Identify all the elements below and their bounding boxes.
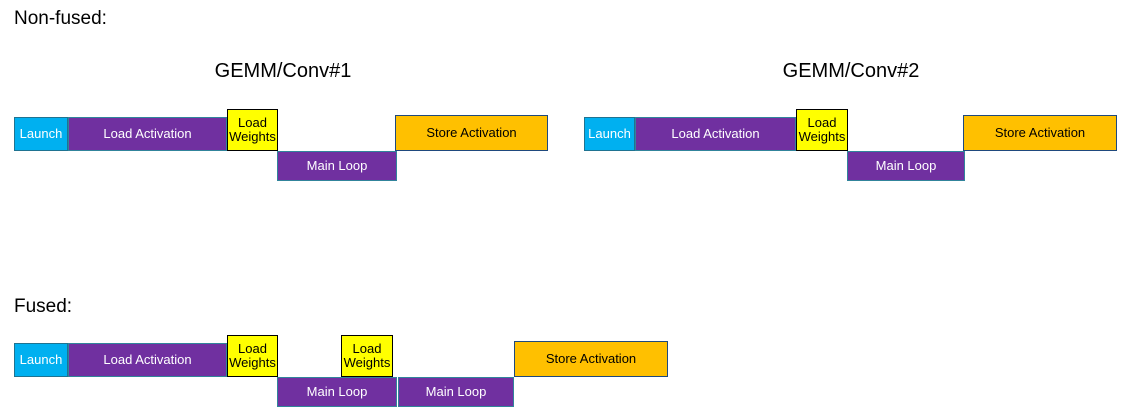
nonfused-g2-store-activation-label: Store Activation	[994, 125, 1086, 141]
fused-load-weights-1-bar[interactable]: Load Weights	[227, 335, 278, 377]
group-title-gemm-conv-1: GEMM/Conv#1	[214, 60, 352, 82]
nonfused-g1-load-activation-label: Load Activation	[103, 126, 192, 142]
fused-load-weights-2-bar[interactable]: Load Weights	[341, 335, 393, 377]
fused-load-weights-2-label: Load Weights	[343, 341, 391, 370]
nonfused-g1-launch-label: Launch	[19, 126, 63, 142]
nonfused-g1-launch-bar[interactable]: Launch	[14, 117, 68, 151]
group-title-gemm-conv-2: GEMM/Conv#2	[782, 60, 920, 82]
nonfused-g1-load-weights-label: Load Weights	[229, 115, 276, 144]
nonfused-g2-load-weights-bar[interactable]: Load Weights	[796, 109, 848, 151]
fused-launch-label: Launch	[19, 352, 63, 368]
nonfused-g1-main-loop-bar[interactable]: Main Loop	[277, 151, 397, 181]
fused-store-activation-bar[interactable]: Store Activation	[514, 341, 668, 377]
nonfused-g2-load-weights-label: Load Weights	[798, 115, 846, 144]
nonfused-g1-store-activation-label: Store Activation	[426, 125, 517, 141]
section-label-fused: Fused:	[14, 296, 73, 317]
fused-load-activation-label: Load Activation	[103, 352, 192, 368]
fused-launch-bar[interactable]: Launch	[14, 343, 68, 377]
nonfused-g1-load-weights-bar[interactable]: Load Weights	[227, 109, 278, 151]
fused-store-activation-label: Store Activation	[545, 351, 637, 367]
nonfused-g2-main-loop-bar[interactable]: Main Loop	[847, 151, 965, 181]
fused-main-loop-1-bar[interactable]: Main Loop	[277, 377, 397, 407]
fused-main-loop-1-label: Main Loop	[306, 384, 368, 400]
nonfused-g2-store-activation-bar[interactable]: Store Activation	[963, 115, 1117, 151]
fused-load-weights-1-label: Load Weights	[229, 341, 276, 370]
fused-main-loop-2-bar[interactable]: Main Loop	[398, 377, 514, 407]
nonfused-g2-load-activation-bar[interactable]: Load Activation	[635, 117, 796, 151]
nonfused-g1-store-activation-bar[interactable]: Store Activation	[395, 115, 548, 151]
nonfused-g2-launch-bar[interactable]: Launch	[584, 117, 635, 151]
nonfused-g2-load-activation-label: Load Activation	[671, 126, 760, 142]
section-label-non-fused: Non-fused:	[14, 8, 107, 29]
nonfused-g2-launch-label: Launch	[588, 126, 631, 142]
nonfused-g1-load-activation-bar[interactable]: Load Activation	[68, 117, 227, 151]
nonfused-g2-main-loop-label: Main Loop	[875, 158, 937, 174]
fused-main-loop-2-label: Main Loop	[425, 384, 487, 400]
nonfused-g1-main-loop-label: Main Loop	[306, 158, 368, 174]
fused-load-activation-bar[interactable]: Load Activation	[68, 343, 227, 377]
